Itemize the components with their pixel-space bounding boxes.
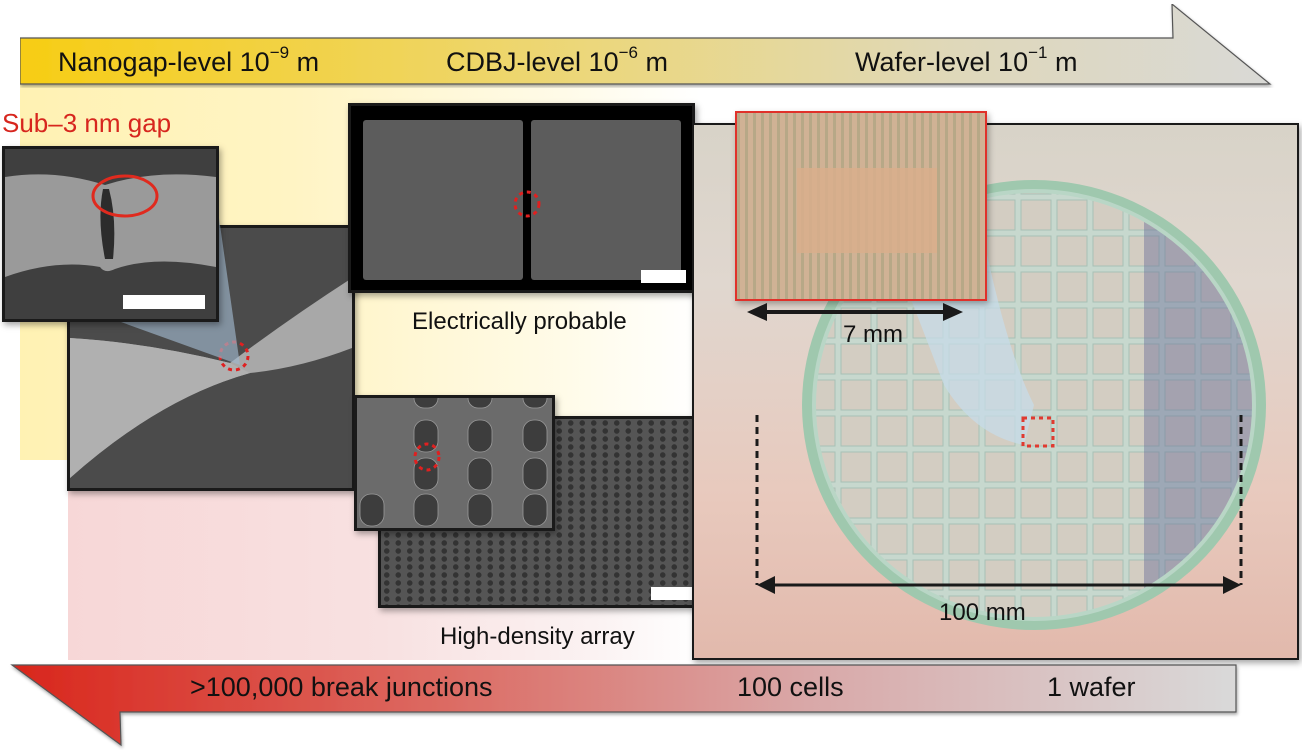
- right-electrode: [531, 120, 681, 280]
- wafer-dimension-line: [755, 415, 1243, 594]
- scale-bar: [123, 295, 205, 309]
- nanogap-level-label: Nanogap-level 10−9 m: [58, 43, 320, 77]
- scale-bar: [651, 587, 698, 600]
- nanogap-zoom-sem-image: [2, 146, 219, 322]
- junction-marker-icon: [513, 190, 541, 218]
- wafer-level-label: Wafer-level 10−1 m: [855, 43, 1078, 77]
- cell-marker-icon: [1021, 416, 1055, 448]
- gap-highlight-ellipse-icon: [91, 174, 159, 218]
- high-density-array-caption: High-density array: [440, 623, 635, 650]
- chip-optical-image: [735, 111, 987, 301]
- chip-dimension-line: [747, 303, 963, 321]
- array-electrode-pattern: [357, 398, 552, 528]
- chip-center-block: [797, 168, 937, 253]
- scale-bar: [641, 270, 686, 283]
- sub-3nm-gap-label: Sub–3 nm gap: [2, 108, 172, 138]
- nanogap-sem-shape: [5, 149, 216, 319]
- cdbj-level-label: CDBJ-level 10−6 m: [446, 43, 668, 77]
- left-electrode: [363, 120, 523, 280]
- chip-dimension-label: 7 mm: [843, 321, 903, 348]
- cdbj-sem-image: [348, 103, 695, 293]
- wafer-dimension-label: 100 mm: [939, 599, 1026, 626]
- break-junctions-count-label: >100,000 break junctions: [190, 672, 493, 702]
- array-zoom-sem-image: [354, 395, 555, 531]
- array-junction-marker-icon: [413, 442, 441, 472]
- cells-count-label: 100 cells: [737, 672, 844, 702]
- wafer-count-label: 1 wafer: [1047, 672, 1136, 702]
- electrically-probable-caption: Electrically probable: [412, 308, 627, 335]
- count-scale-arrow: [10, 664, 1237, 747]
- length-scale-arrow: [20, 4, 1272, 85]
- bowtie-sem-image: [67, 225, 355, 491]
